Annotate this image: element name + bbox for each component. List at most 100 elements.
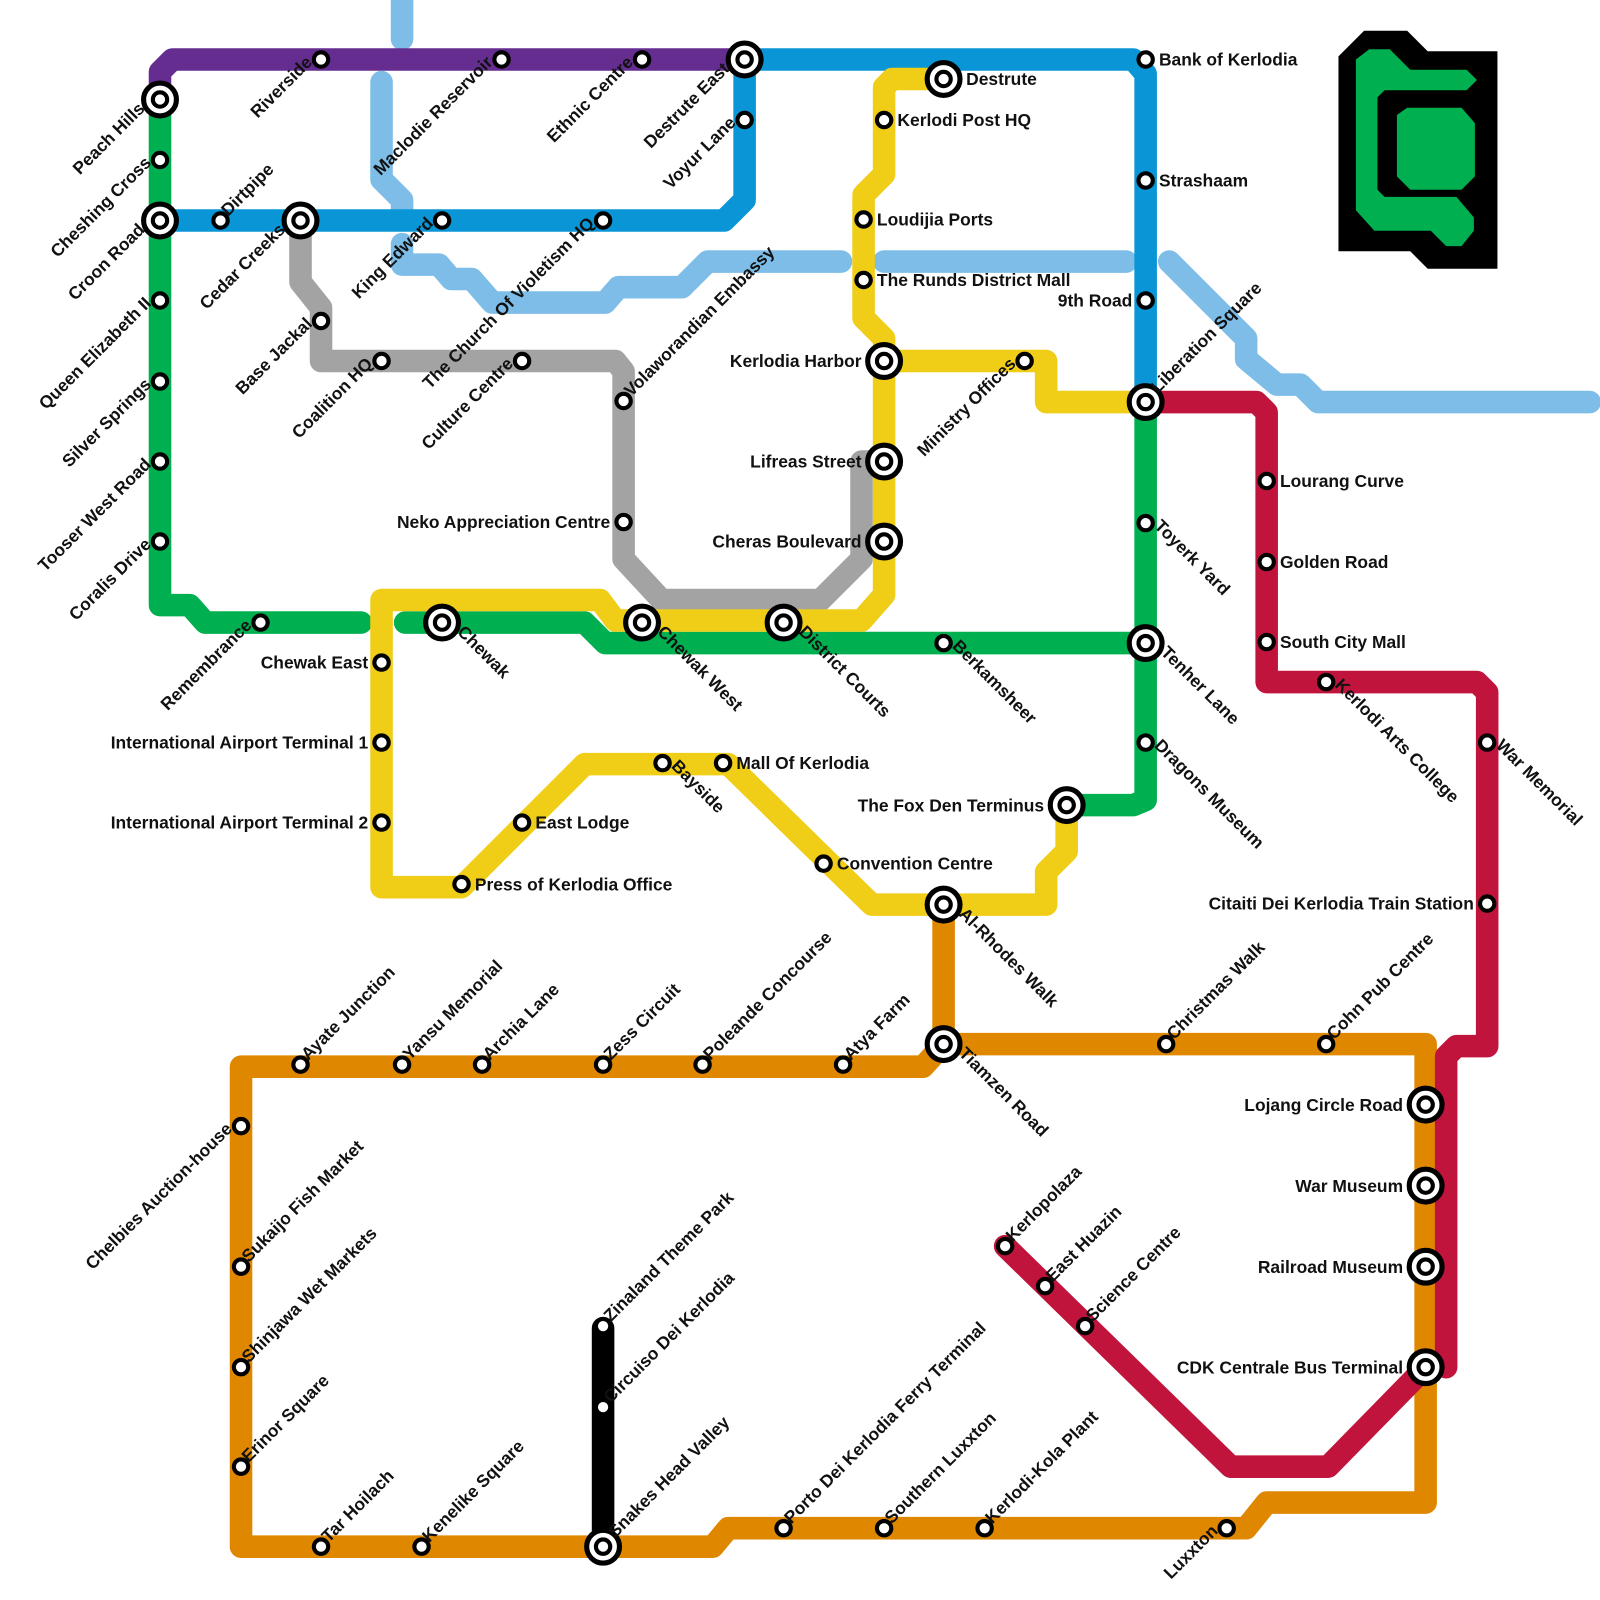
lightblue-line [390, 232, 853, 314]
station-label: Neko Appreciation Centre [397, 512, 611, 532]
station[interactable]: South City Mall [1257, 632, 1406, 652]
station[interactable]: 9th Road [1058, 291, 1155, 311]
yellow-line [872, 349, 1157, 414]
station-marker [452, 874, 471, 894]
interchange-inner-dot [934, 69, 953, 89]
station-label: Strashaam [1159, 171, 1248, 191]
station-marker [372, 733, 391, 752]
station-marker [1477, 733, 1497, 752]
station[interactable]: Golden Road [1257, 552, 1388, 572]
station-marker [632, 50, 652, 69]
station[interactable]: Dragons Museum [1136, 733, 1268, 853]
station[interactable]: Mall Of Kerlodia [713, 753, 869, 773]
station-label: Archia Lane [478, 979, 563, 1064]
station-marker [854, 210, 873, 229]
station-marker [593, 1316, 613, 1336]
station-marker [693, 1055, 712, 1074]
grey-line [289, 209, 896, 612]
station[interactable]: Strashaam [1136, 171, 1248, 191]
station[interactable]: International Airport Terminal 1 [111, 733, 391, 753]
station-label: International Airport Terminal 2 [111, 813, 369, 833]
crimson-line [993, 1234, 1437, 1478]
station[interactable]: Convention Centre [814, 854, 993, 874]
station-marker [1257, 552, 1276, 572]
station[interactable]: Southern Luxxton [874, 1408, 1000, 1538]
station-marker [874, 1518, 894, 1538]
station-marker [492, 50, 511, 69]
station[interactable]: Porto Dei Kerlodia Ferry Terminal [774, 1318, 990, 1538]
interchange-inner-dot [934, 895, 953, 914]
station[interactable]: Loudijia Ports [854, 210, 993, 230]
station-label: Mall Of Kerlodia [736, 753, 869, 773]
station-marker [1316, 1034, 1336, 1054]
interchange-inner-dot [1057, 795, 1076, 815]
station-marker [251, 613, 270, 632]
station[interactable]: Neko Appreciation Centre [397, 512, 633, 532]
station[interactable]: Tooser West Road [34, 452, 170, 575]
station[interactable]: Cheras Boulevard [712, 522, 904, 561]
station[interactable]: Lifreas Street [750, 442, 904, 481]
station[interactable]: War Museum [1295, 1166, 1445, 1205]
station-marker [231, 1457, 251, 1476]
station-marker [995, 1236, 1015, 1256]
station[interactable]: Citaiti Dei Kerlodia Train Station [1209, 894, 1497, 914]
station-label: Kerlodi-Kola Plant [981, 1406, 1102, 1527]
station[interactable]: Press of Kerlodia Office [452, 874, 673, 894]
station-label: East Huazin [1042, 1201, 1126, 1285]
station-label: Base Jackal [231, 314, 316, 399]
station[interactable]: Kerlodi Post HQ [874, 110, 1031, 130]
station[interactable]: Lourang Curve [1257, 471, 1404, 491]
station-marker [150, 150, 170, 170]
station[interactable]: Chelbies Auction-house [81, 1116, 251, 1273]
interchange-inner-dot [1416, 1095, 1435, 1114]
station[interactable]: Kerlodi Arts College [1316, 672, 1464, 807]
station-label: Snakes Head Valley [604, 1412, 733, 1541]
station-marker [1075, 1316, 1095, 1336]
interchange-inner-dot [774, 613, 793, 632]
interchange-inner-dot [934, 1034, 953, 1054]
station-marker [1316, 672, 1336, 692]
station[interactable]: Chewak East [261, 653, 391, 673]
blue-line [733, 48, 1157, 414]
station[interactable]: The Runds District Mall [854, 270, 1071, 290]
station[interactable]: Circuiso Dei Kerlodia [593, 1267, 739, 1417]
station[interactable]: CDK Centrale Bus Terminal [1177, 1348, 1445, 1387]
station-marker [614, 391, 633, 411]
station-marker [392, 1055, 412, 1074]
station-marker [150, 291, 170, 310]
station-label: South City Mall [1280, 632, 1406, 652]
station-marker [1136, 50, 1155, 69]
station-marker [1035, 1276, 1055, 1296]
station[interactable]: Kerlodia Harbor [730, 342, 904, 380]
station-label: Kerlodia Harbor [730, 351, 862, 371]
lightblue-line [370, 70, 414, 222]
station-marker [372, 813, 391, 832]
station-marker [713, 753, 733, 773]
station[interactable]: Poleande Concourse [693, 927, 836, 1074]
station-marker [412, 1537, 431, 1556]
station[interactable]: Zinaland Theme Park [593, 1187, 738, 1336]
station-label: Kerlodi Post HQ [897, 110, 1031, 130]
station[interactable]: Lojang Circle Road [1244, 1085, 1445, 1124]
station-label: Tar Hoilach [317, 1466, 397, 1546]
station[interactable]: East Lodge [512, 813, 630, 833]
station-label: Atya Farm [839, 989, 913, 1063]
station[interactable]: Bank of Kerlodia [1136, 50, 1298, 70]
station[interactable]: Ayate Junction [291, 962, 399, 1074]
interchange-inner-dot [1136, 633, 1155, 653]
station-label: Porto Dei Kerlodia Ferry Terminal [780, 1318, 990, 1528]
station-label: CDK Centrale Bus Terminal [1177, 1357, 1403, 1377]
station-marker [150, 372, 170, 391]
interchange-inner-dot [1416, 1357, 1435, 1377]
station-marker [512, 813, 532, 832]
station-label: Kerlopolaza [1002, 1161, 1086, 1245]
station-label: Circuiso Dei Kerlodia [599, 1267, 738, 1406]
station[interactable]: Railroad Museum [1258, 1247, 1445, 1286]
interchange-inner-dot [593, 1537, 613, 1556]
station-marker [653, 753, 672, 773]
station[interactable]: Destrute [924, 59, 1037, 98]
station[interactable]: The Fox Den Terminus [858, 786, 1086, 825]
station-marker [1136, 171, 1155, 190]
station[interactable]: International Airport Terminal 2 [111, 813, 391, 833]
station-marker [814, 854, 833, 873]
